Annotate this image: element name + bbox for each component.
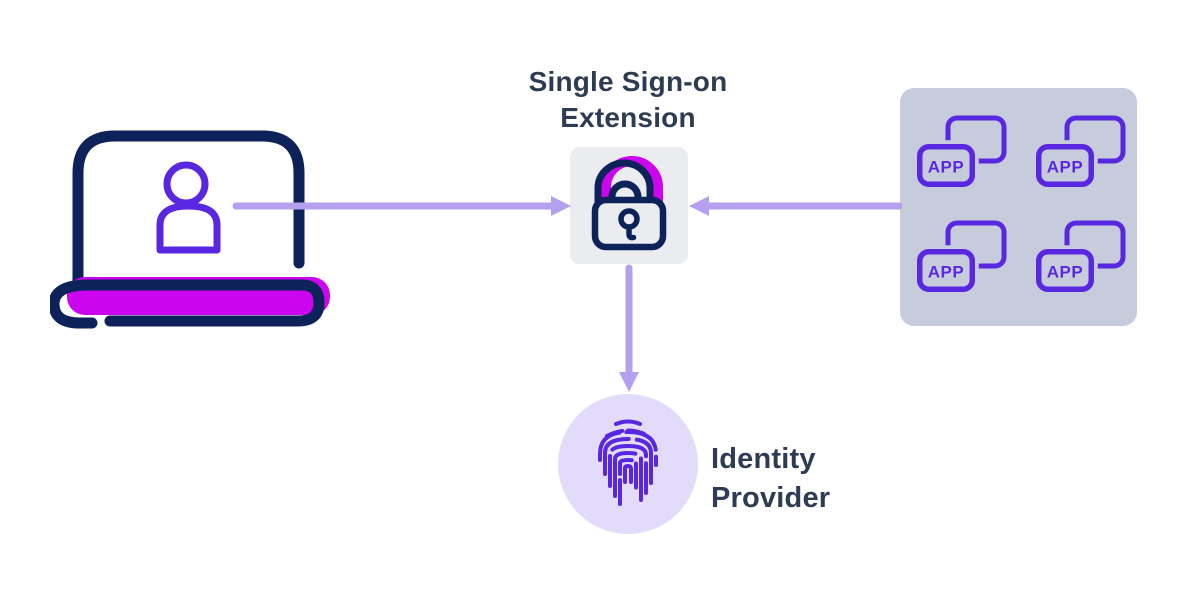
- app-window-icon: APP: [917, 115, 1007, 187]
- arrow-apps-to-sso: [689, 196, 903, 216]
- arrow-head-down: [619, 372, 639, 392]
- padlock-icon: [591, 156, 667, 251]
- person-icon: [156, 161, 221, 254]
- sso-extension-label: Single Sign-on Extension: [528, 66, 728, 133]
- laptop-user-icon: [48, 113, 340, 338]
- app-window-icon: APP: [1036, 220, 1126, 292]
- laptop-base: [48, 279, 325, 329]
- laptop-screen: [72, 130, 305, 289]
- app-label: APP: [928, 263, 964, 282]
- identity-provider-node: [558, 394, 698, 534]
- padlock-shackle-outer: [594, 159, 654, 213]
- padlock-body: [591, 196, 667, 251]
- padlock-shackle-inner: [608, 180, 642, 213]
- keyhole-stem: [626, 224, 637, 241]
- fingerprint-icon: [598, 419, 658, 506]
- laptop-user-svg: [48, 130, 330, 329]
- arrow-sso-to-identity-provider: [619, 264, 639, 392]
- app-label: APP: [1047, 158, 1083, 177]
- app-window-icon: APP: [917, 220, 1007, 292]
- sso-extension-node: [570, 147, 688, 264]
- apps-panel: APP APP APP APP: [900, 88, 1137, 326]
- app-label: APP: [928, 158, 964, 177]
- app-label: APP: [1047, 263, 1083, 282]
- arrow-head-left: [689, 196, 709, 216]
- arrow-head-right: [551, 196, 571, 216]
- identity-provider-label: Identity Provider: [711, 443, 831, 514]
- app-window-icon: APP: [1036, 115, 1126, 187]
